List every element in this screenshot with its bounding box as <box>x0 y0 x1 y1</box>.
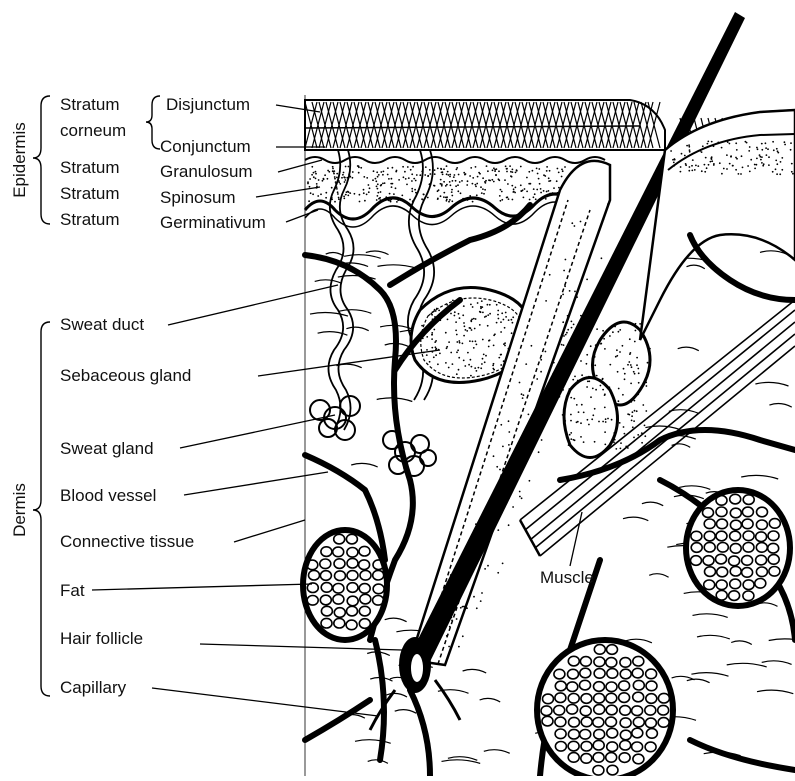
capillary-label: Capillary <box>60 678 127 697</box>
germinativum-label: Germinativum <box>160 213 266 232</box>
epidermis-group-label: Epidermis <box>10 122 29 198</box>
stratum-label-3: Stratum <box>60 184 120 203</box>
spinosum-label: Spinosum <box>160 188 236 207</box>
stratum-label-4: Stratum <box>60 210 120 229</box>
spinosum-leader <box>256 187 320 197</box>
muscle-label: Muscle <box>540 568 594 587</box>
conjunctum-label: Conjunctum <box>160 137 251 156</box>
epidermis-brace <box>33 96 50 224</box>
hair-follicle-leader <box>200 644 402 650</box>
sweat-gland-leader <box>180 415 335 448</box>
fat-lobules <box>303 490 790 776</box>
sweat-duct-label: Sweat duct <box>60 315 144 334</box>
hair-follicle-label: Hair follicle <box>60 629 143 648</box>
sweat-duct-leader <box>168 285 338 325</box>
dermis-group-label: Dermis <box>10 483 29 537</box>
capillary-leader <box>152 688 378 716</box>
corneum-brace <box>146 96 160 149</box>
stratum-label-corneum: corneum <box>60 121 126 140</box>
sebaceous-gland-leader <box>258 350 440 376</box>
stratum-germinativum-layer <box>305 194 575 227</box>
connective-tissue-label: Connective tissue <box>60 532 194 551</box>
sweat-gland-label: Sweat gland <box>60 439 154 458</box>
granulosum-label: Granulosum <box>160 162 253 181</box>
dermis-brace <box>33 322 50 696</box>
blood-vessel-leader <box>184 472 328 495</box>
granulosum-leader <box>278 160 322 172</box>
fat-leader <box>92 584 312 590</box>
blood-vessel-label: Blood vessel <box>60 486 156 505</box>
stratum-label-1: Stratum <box>60 95 120 114</box>
connective-tissue-leader <box>234 520 305 542</box>
disjunctum-label: Disjunctum <box>166 95 250 114</box>
stratum-label-2: Stratum <box>60 158 120 177</box>
muscle-leader <box>570 512 582 566</box>
fat-label: Fat <box>60 581 85 600</box>
skin-illustration <box>303 12 795 776</box>
sebaceous-gland-label: Sebaceous gland <box>60 366 191 385</box>
germinativum-leader <box>286 210 318 222</box>
